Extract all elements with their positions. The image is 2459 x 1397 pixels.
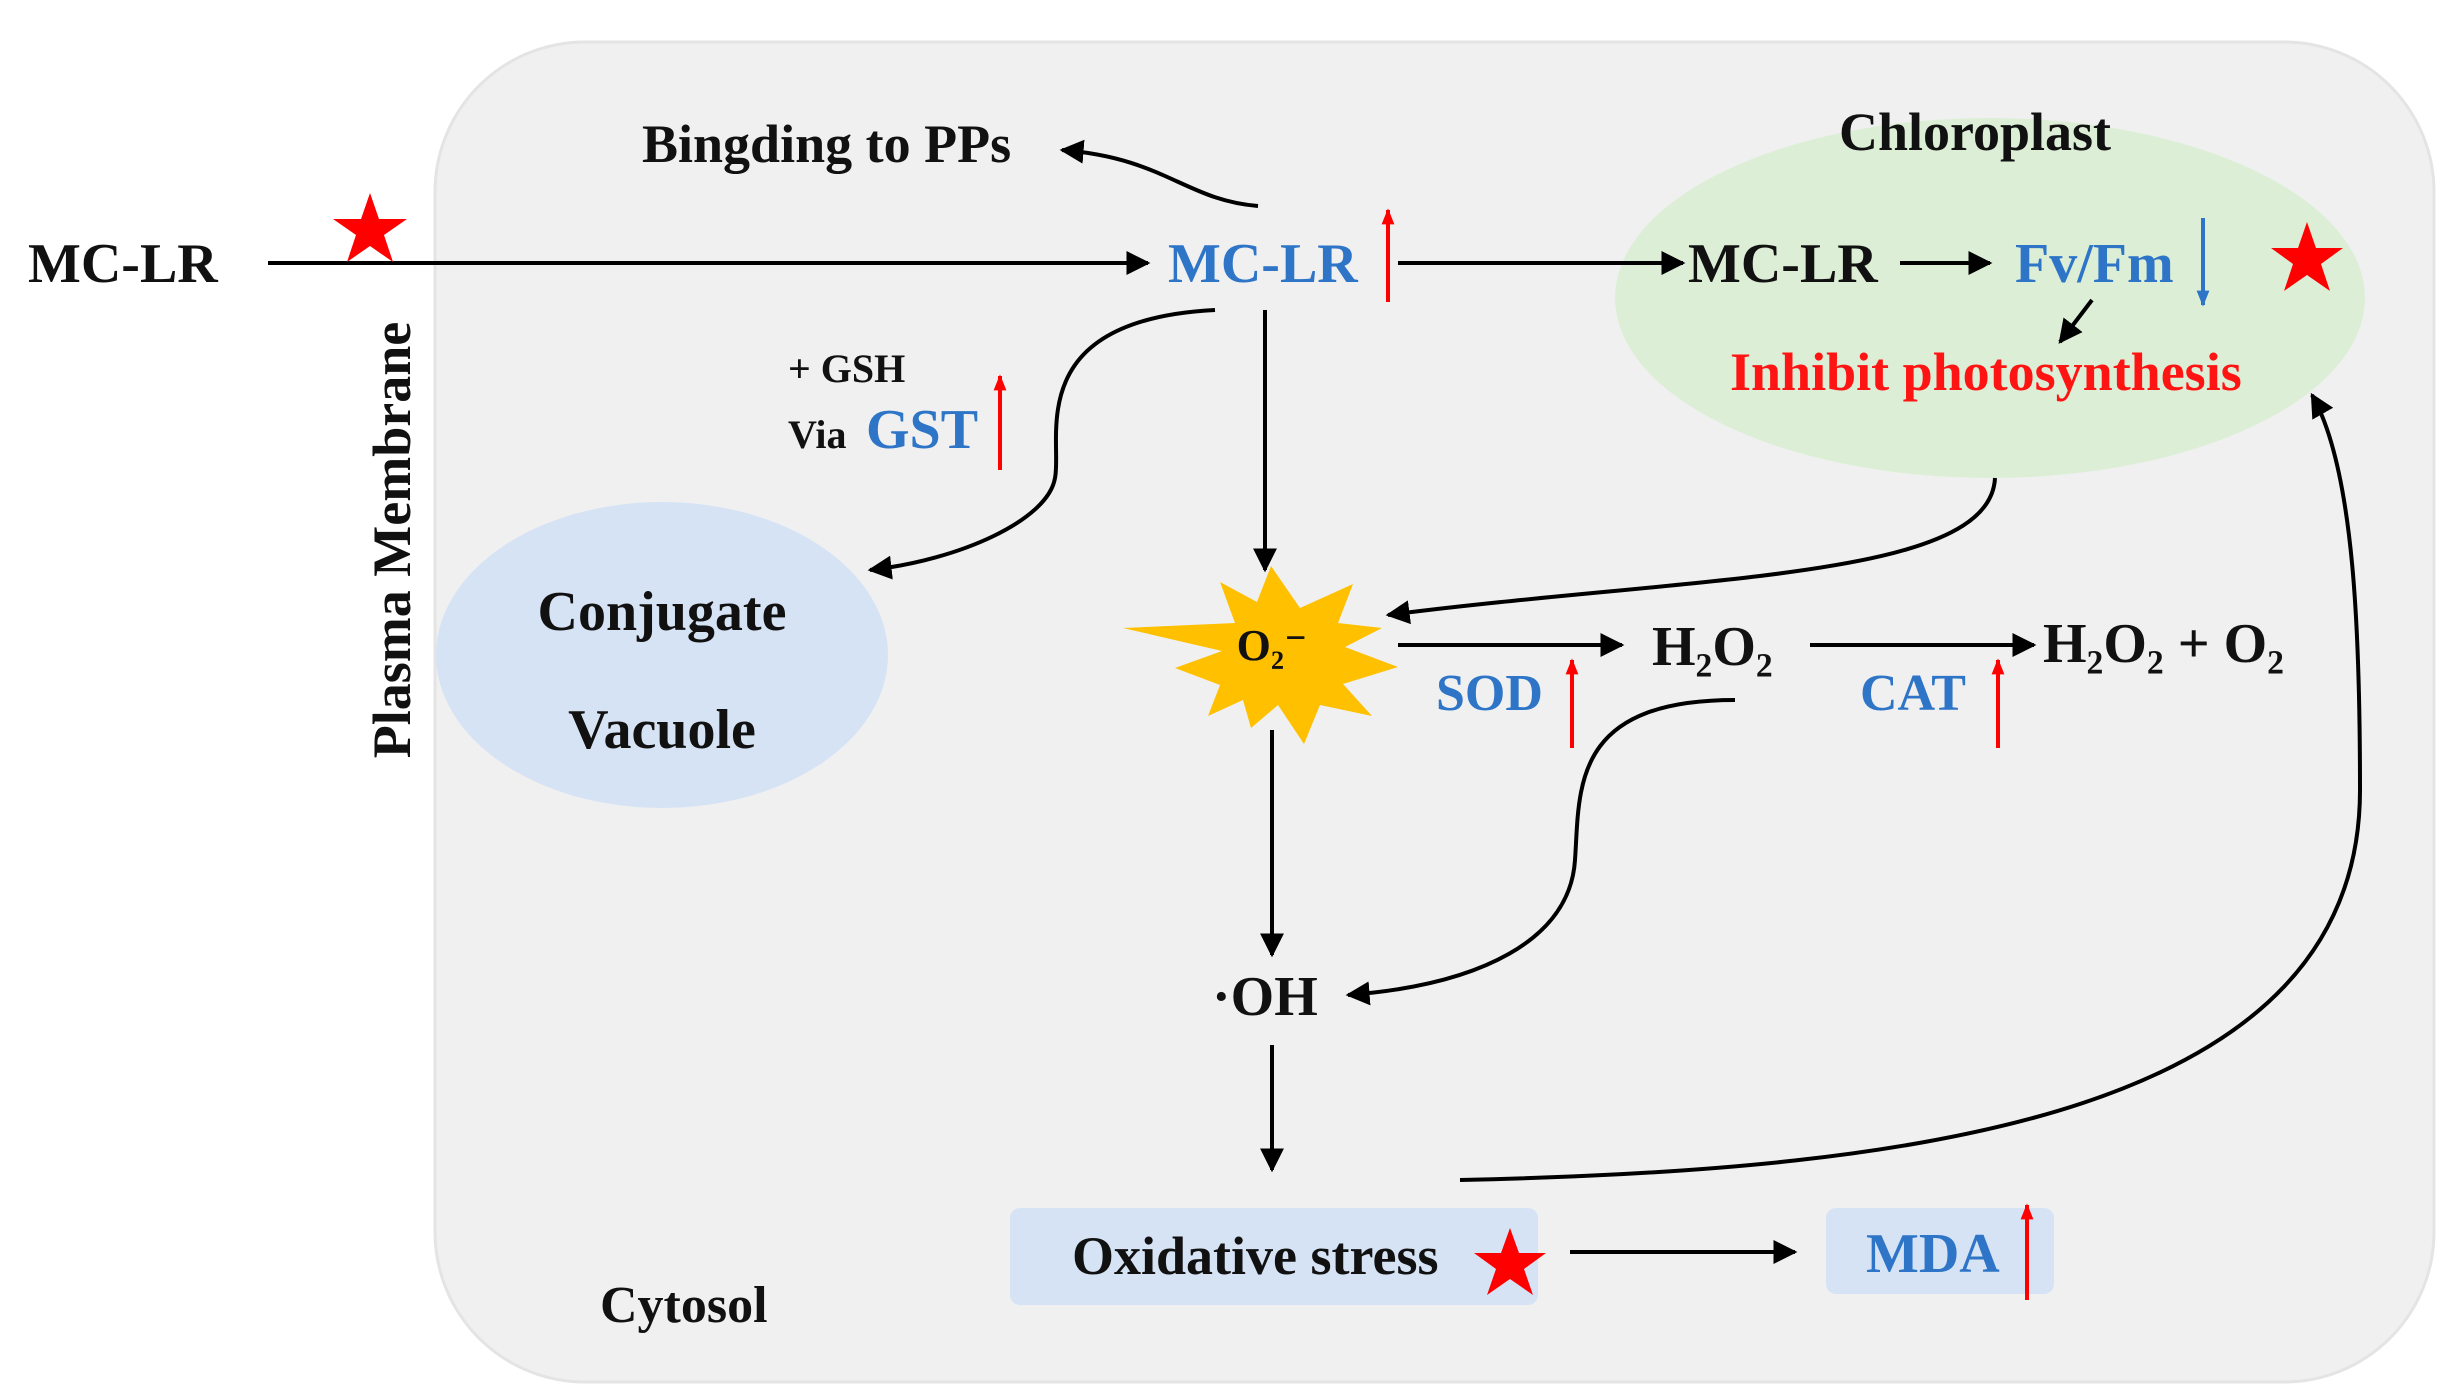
sod-label: SOD bbox=[1436, 665, 1543, 722]
gsh-label: + GSH bbox=[788, 346, 905, 391]
chloroplast-title: Chloroplast bbox=[1839, 102, 2111, 162]
superoxide-label: O₂⁻ bbox=[1237, 621, 1308, 670]
outside-mclr-label: MC-LR bbox=[28, 233, 218, 295]
cat-label: CAT bbox=[1860, 665, 1966, 722]
arrow-h2o2-to-hydroxyl bbox=[1345, 698, 1736, 1006]
inside-mclr-label: MC-LR bbox=[1168, 233, 1358, 295]
arrow-stress-to-photosynthesis bbox=[1459, 392, 2363, 1182]
superoxide-burst-icon bbox=[1123, 566, 1398, 744]
oxidative-stress-label: Oxidative stress bbox=[1072, 1226, 1438, 1286]
plasma-membrane-label: Plasma Membrane bbox=[362, 322, 422, 758]
mda-label: MDA bbox=[1866, 1223, 2000, 1285]
h2o2-label: H₂O₂ bbox=[1652, 616, 1773, 678]
products-label: H₂O₂ + O₂ bbox=[2043, 613, 2284, 675]
binding-to-pps-label: Bingding to PPs bbox=[642, 114, 1011, 174]
via-label: Via bbox=[788, 412, 847, 457]
fvfm-label: Fv/Fm bbox=[2015, 233, 2174, 295]
star-icon-entry bbox=[333, 193, 407, 262]
arrow-to-pps bbox=[1059, 139, 1259, 208]
hydroxyl-label: ·OH bbox=[1212, 966, 1318, 1028]
arrow-to-vacuole bbox=[867, 308, 1216, 580]
star-icon-oxidative-stress bbox=[1474, 1228, 1546, 1295]
gst-label: GST bbox=[866, 399, 978, 461]
vacuole-line1: Conjugate bbox=[538, 581, 787, 643]
cytosol-label: Cytosol bbox=[600, 1277, 768, 1334]
mda-box bbox=[1826, 1208, 2054, 1294]
star-icon-chloroplast bbox=[2271, 222, 2343, 291]
vacuole bbox=[436, 502, 888, 808]
chloroplast-mclr-label: MC-LR bbox=[1688, 233, 1878, 295]
vacuole-line2: Vacuole bbox=[568, 699, 756, 761]
chloroplast bbox=[1615, 118, 2365, 478]
arrow-to-inhibit bbox=[2058, 298, 2094, 344]
oxidative-stress-box bbox=[1010, 1208, 1538, 1305]
arrow-chloroplast-to-superoxide bbox=[1385, 477, 1997, 625]
inhibit-photosynthesis-label: Inhibit photosynthesis bbox=[1730, 342, 2242, 402]
